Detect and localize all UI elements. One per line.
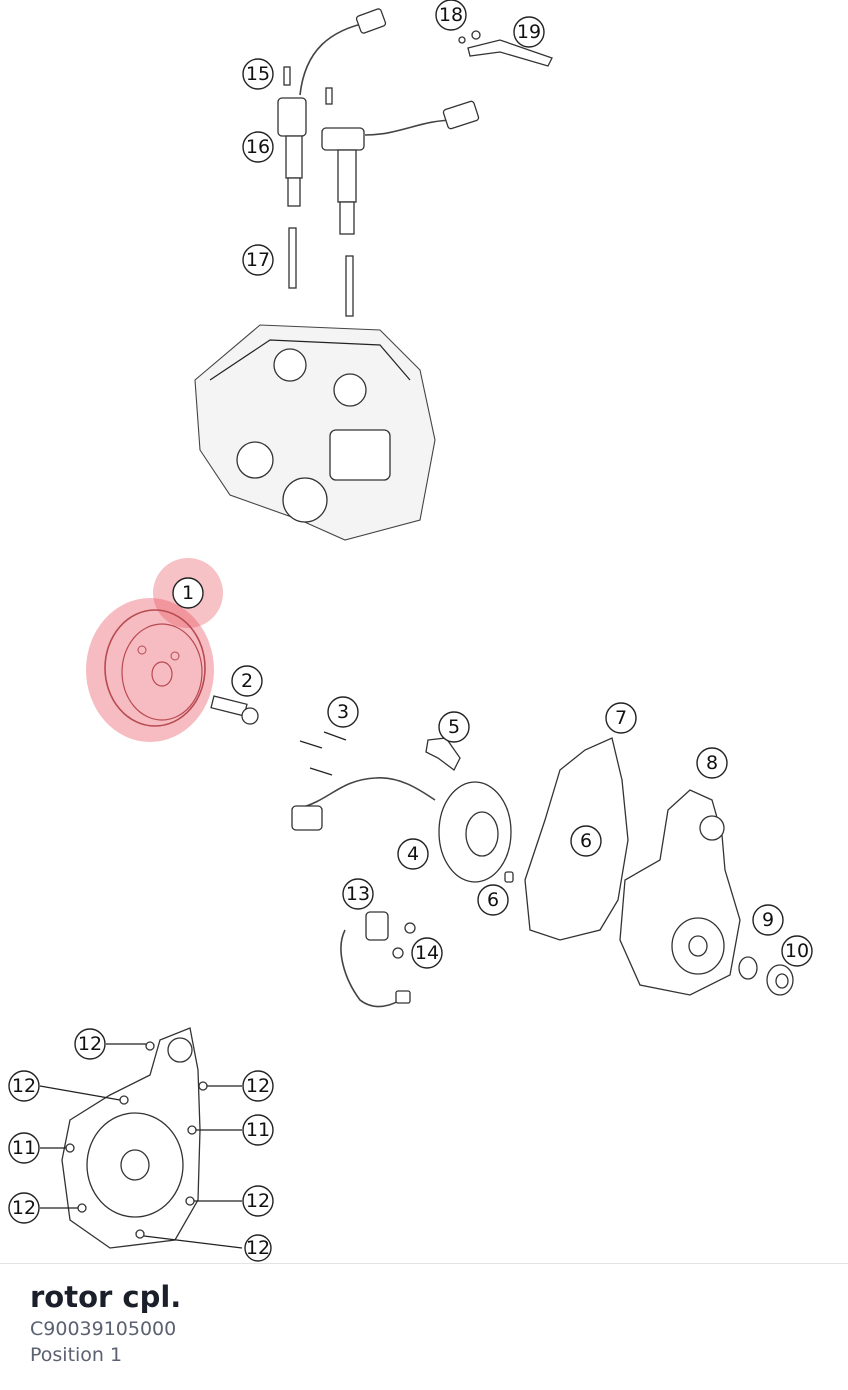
callout-label: 12 [246,1075,270,1097]
callout-label: 16 [246,136,270,158]
cable-clip-5[interactable] [425,737,461,771]
callout-label: 12 [246,1190,270,1212]
callout-14[interactable]: 14 [411,937,443,969]
callout-label: 17 [246,249,270,271]
callout-17[interactable]: 17 [242,244,274,276]
callout-4[interactable]: 4 [397,838,429,870]
screws-3[interactable] [299,731,347,776]
ignition-coil-right[interactable] [321,100,480,235]
callout-9[interactable]: 9 [752,904,784,936]
rotor-cpl[interactable] [104,609,206,727]
callout-7[interactable]: 7 [605,702,637,734]
callout-12c[interactable]: 12 [242,1070,274,1102]
part-position: Position 1 [30,1344,123,1366]
info-divider [0,1263,848,1264]
callout-label: 15 [246,63,270,85]
callout-label: 18 [439,4,463,26]
callout-6b[interactable]: 6 [477,884,509,916]
part-name: rotor cpl. [30,1280,182,1314]
bracket-19[interactable] [458,30,553,67]
callout-16[interactable]: 16 [242,131,274,163]
callout-label: 11 [246,1119,270,1141]
callout-6a[interactable]: 6 [570,825,602,857]
callout-8[interactable]: 8 [696,747,728,779]
callout-19[interactable]: 19 [513,16,545,48]
part-number: C90039105000 [30,1318,177,1340]
callout-11a[interactable]: 11 [8,1132,40,1164]
callout-label: 3 [337,701,349,723]
screws-14[interactable] [392,922,416,959]
callout-12f[interactable]: 12 [244,1234,272,1262]
callout-10[interactable]: 10 [781,935,813,967]
callout-label: 1 [182,582,194,604]
callout-label: 12 [246,1237,270,1259]
selected-part-info: rotor cpl. C90039105000 Position 1 [30,1278,181,1368]
callout-label: 19 [517,21,541,43]
ignition-coil-left[interactable] [277,8,387,207]
cover-detail-view [61,1027,208,1249]
sensor-13[interactable] [340,911,411,1008]
callout-label: 14 [415,942,439,964]
callout-label: 12 [12,1197,36,1219]
callout-label: 13 [346,883,370,905]
callout-label: 8 [706,752,718,774]
callout-label: 10 [785,940,809,962]
callout-label: 2 [241,670,253,692]
exploded-parts-diagram: 1 2 3 4 5 6 6 7 8 9 10 13 14 15 16 17 18… [8,0,813,1262]
callout-label: 7 [615,707,627,729]
callout-2[interactable]: 2 [231,665,263,697]
bolt-2[interactable] [210,695,259,725]
callout-label: 4 [407,843,419,865]
callout-label: 6 [487,889,499,911]
callout-13[interactable]: 13 [342,878,374,910]
spark-plugs[interactable] [288,227,354,317]
stator-4[interactable] [291,777,512,883]
callout-label: 12 [78,1033,102,1055]
screw-plug-10[interactable] [766,964,794,996]
callout-15[interactable]: 15 [242,58,274,90]
leader-lines [39,1043,243,1249]
callout-label: 11 [12,1137,36,1159]
callout-12b[interactable]: 12 [8,1070,40,1102]
screw-15[interactable] [283,66,333,105]
callout-18[interactable]: 18 [435,0,467,31]
o-ring-9[interactable] [738,956,758,980]
callout-5[interactable]: 5 [438,711,470,743]
callout-label: 6 [580,830,592,852]
callout-12d[interactable]: 12 [242,1185,274,1217]
callout-1[interactable]: 1 [172,577,204,609]
callout-12a[interactable]: 12 [74,1028,106,1060]
callout-label: 5 [448,716,460,738]
generator-cover-8[interactable] [619,789,741,996]
callout-label: 9 [762,909,774,931]
callout-3[interactable]: 3 [327,696,359,728]
callout-label: 12 [12,1075,36,1097]
engine-block [194,324,436,541]
callout-11b[interactable]: 11 [242,1114,274,1146]
callout-12e[interactable]: 12 [8,1192,40,1224]
